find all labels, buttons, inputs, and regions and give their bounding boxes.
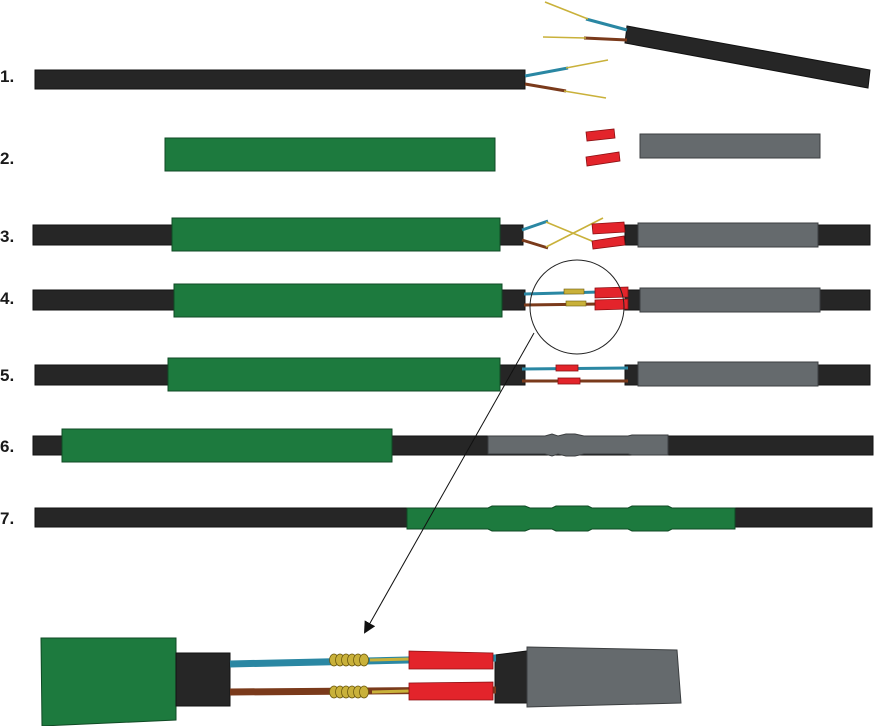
detail-enlarged-joint [40,637,682,726]
gray-heat-shrink-sleeve [526,646,682,708]
detail-arrow [364,332,535,634]
right-cable-end [624,25,871,89]
brown-wire [523,302,601,307]
step-label-1: 1. [0,67,14,86]
red-crimp-connector [591,235,626,250]
step-label-4: 4. [0,289,14,308]
red-crimp-connector [591,221,626,235]
copper-strand [545,217,604,248]
copper-strand [371,689,411,694]
copper-twist [565,300,587,307]
green-heat-shrink-sleeve [61,428,393,463]
blue-wire [585,17,628,32]
copper-twist-turn [359,653,369,667]
step-2-parts [164,128,821,172]
step-1-stripped-cables [34,1,871,99]
brown-wire [583,36,628,42]
copper-strand [369,657,411,662]
step-label-6: 6. [0,437,14,456]
green-heat-shrink-sleeve [173,283,503,318]
green-heat-shrink-sleeve [164,137,496,172]
brown-wire [521,238,549,250]
left-cable-end [34,69,526,90]
red-crimp-connector [585,151,621,167]
copper-strand [563,90,607,99]
step-6-gray-shrunk [32,428,874,463]
shrunk-gray-sleeve [487,433,669,457]
gray-heat-shrink-sleeve [639,133,821,159]
red-crimp-connector [555,364,579,372]
step-labels: 1. 2. 3. 4. 5. 6. 7. [0,67,14,528]
blue-wire [524,66,569,78]
step-7-finished-splice [34,505,873,532]
step-label-3: 3. [0,227,14,246]
gray-heat-shrink-sleeve [639,287,821,313]
step-5-covered-joint [34,357,871,392]
brown-wire [524,82,567,93]
step-label-5: 5. [0,366,14,385]
copper-strand [565,59,609,69]
shrunk-green-sleeve [406,505,736,532]
gray-heat-shrink-sleeve [637,222,819,248]
copper-twist-coil [329,653,369,667]
left-cable [175,652,231,707]
step-label-7: 7. [0,509,14,528]
copper-strand [544,1,589,20]
gray-heat-shrink-sleeve [637,361,819,387]
copper-twist [563,288,585,295]
red-crimp-connector [594,286,629,299]
copper-twist-turn [359,685,369,699]
right-cable [494,650,528,704]
blue-wire [521,219,549,232]
magnifier-circle [529,259,625,355]
copper-twist-coil [329,685,369,699]
red-crimp-connector [585,128,616,142]
blue-wire [523,290,601,296]
red-crimp-connector [594,298,629,311]
green-heat-shrink-sleeve [171,217,501,252]
red-crimp-connector [408,650,494,670]
green-heat-shrink-sleeve [40,637,177,726]
copper-strand [542,36,587,39]
red-crimp-connector [557,377,581,385]
red-crimp-connector [408,681,494,701]
step-label-2: 2. [0,149,14,168]
green-heat-shrink-sleeve [167,357,501,392]
step-3-assembly [32,217,871,252]
step-4-twisted-joint [32,259,871,355]
